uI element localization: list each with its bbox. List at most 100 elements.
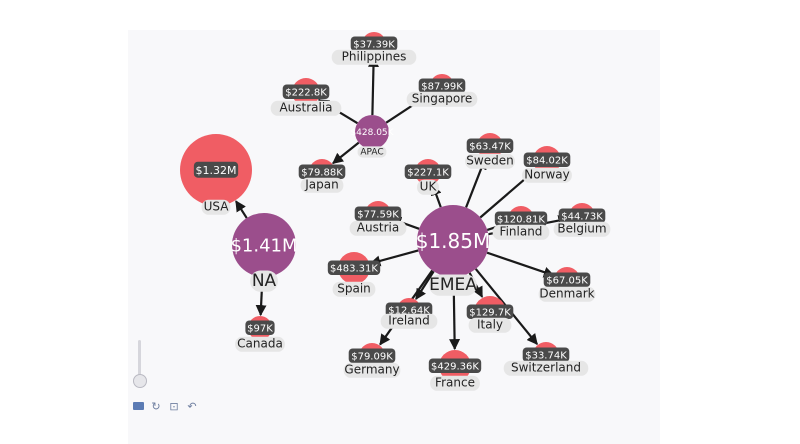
node-label-italy: Italy: [477, 318, 503, 332]
node-na[interactable]: $1.41M NA: [230, 213, 298, 292]
node-label-sweden: Sweden: [466, 154, 513, 168]
node-label-germany: Germany: [344, 363, 399, 377]
node-value-italy: $129.7K: [469, 308, 511, 319]
value-pill-switzerland: [522, 347, 570, 362]
node-value-singapore: $87.99K: [421, 82, 463, 93]
value-pill-philippines: [350, 36, 398, 51]
node-usa[interactable]: $1.32M USA: [180, 134, 252, 215]
node-value-australia: $222.8K: [285, 88, 327, 99]
label-pill-france: [430, 375, 480, 391]
label-pill-ireland: [380, 313, 438, 329]
node-spain[interactable]: $483.31K Spain: [327, 252, 381, 297]
node-circle-emea[interactable]: [417, 205, 489, 277]
node-value-apac: $428.05K: [350, 128, 394, 138]
node-label-france: France: [435, 376, 475, 390]
node-value-uk: $227.1K: [407, 168, 449, 179]
node-circle-apac[interactable]: [355, 115, 389, 149]
node-label-spain: Spain: [337, 282, 371, 296]
node-value-na: $1.41M: [230, 235, 297, 256]
nodes: $1.41MNA$1.85MEMEA$428.05KAPAC$1.32MUSA$…: [180, 32, 611, 391]
label-pill-australia: [270, 100, 342, 116]
expand-icon[interactable]: [133, 402, 144, 410]
node-label-austria: Austria: [357, 221, 399, 235]
node-value-emea: $1.85M: [416, 229, 491, 253]
label-pill-spain: [332, 281, 376, 297]
label-pill-switzerland: [503, 360, 589, 376]
node-australia[interactable]: $222.8K Australia: [270, 78, 342, 116]
node-label-norway: Norway: [524, 168, 570, 182]
label-pill-singapore: [406, 91, 478, 107]
node-value-switzerland: $33.74K: [525, 351, 567, 362]
node-value-austria: $77.59K: [357, 210, 399, 221]
label-pill-na: [250, 270, 278, 292]
node-label-singapore: Singapore: [412, 92, 473, 106]
node-value-philippines: $37.39K: [353, 40, 395, 51]
node-value-japan: $79.88K: [301, 168, 343, 179]
node-label-usa: USA: [204, 200, 230, 214]
label-pill-sweden: [465, 153, 515, 169]
edge-emea-ireland: [415, 270, 435, 300]
value-pill-belgium: [558, 208, 606, 223]
value-pill-germany: [348, 348, 396, 363]
undo-icon[interactable]: ↶: [187, 399, 197, 413]
value-pill-italy: [466, 304, 514, 319]
label-pill-norway: [522, 167, 572, 183]
node-label-uk: UK: [420, 180, 438, 194]
label-pill-finland: [492, 224, 550, 240]
value-pill-usa: [193, 161, 239, 178]
value-pill-singapore: [418, 78, 466, 93]
value-pill-canada: [245, 320, 275, 335]
node-value-germany: $79.09K: [351, 352, 393, 363]
node-label-canada: Canada: [237, 337, 283, 351]
label-pill-emea: [429, 274, 477, 296]
node-apac[interactable]: $428.05K APAC: [350, 115, 395, 158]
value-pill-austria: [354, 206, 402, 221]
node-value-denmark: $67.05K: [546, 276, 588, 287]
network-graph[interactable]: $1.41MNA$1.85MEMEA$428.05KAPAC$1.32MUSA$…: [128, 30, 660, 444]
value-pill-japan: [298, 164, 346, 179]
zoom-slider[interactable]: [138, 340, 141, 386]
node-value-norway: $84.02K: [526, 156, 568, 167]
node-value-usa: $1.32M: [196, 164, 237, 177]
value-pill-norway: [523, 152, 571, 167]
zoom-slider-handle[interactable]: [133, 374, 147, 388]
node-label-philippines: Philippines: [342, 50, 407, 64]
label-pill-uk: [417, 179, 439, 195]
node-label-japan: Japan: [304, 178, 338, 192]
node-label-apac: APAC: [360, 147, 383, 157]
node-value-sweden: $63.47K: [469, 142, 511, 153]
node-label-australia: Australia: [279, 101, 332, 115]
node-label-na: NA: [252, 271, 277, 291]
node-label-ireland: Ireland: [388, 314, 430, 328]
label-pill-italy: [468, 317, 512, 333]
label-pill-usa: [201, 199, 231, 215]
label-pill-apac: [357, 146, 387, 158]
value-pill-denmark: [543, 272, 591, 287]
node-circle-na[interactable]: [232, 213, 296, 277]
value-pill-sweden: [466, 138, 514, 153]
node-label-switzerland: Switzerland: [511, 361, 581, 375]
lock-icon[interactable]: ⊡: [169, 399, 179, 413]
label-pill-japan: [300, 177, 344, 193]
refresh-icon[interactable]: ↻: [151, 399, 161, 413]
node-value-spain: $483.31K: [330, 264, 378, 275]
node-value-belgium: $44.73K: [561, 212, 603, 223]
